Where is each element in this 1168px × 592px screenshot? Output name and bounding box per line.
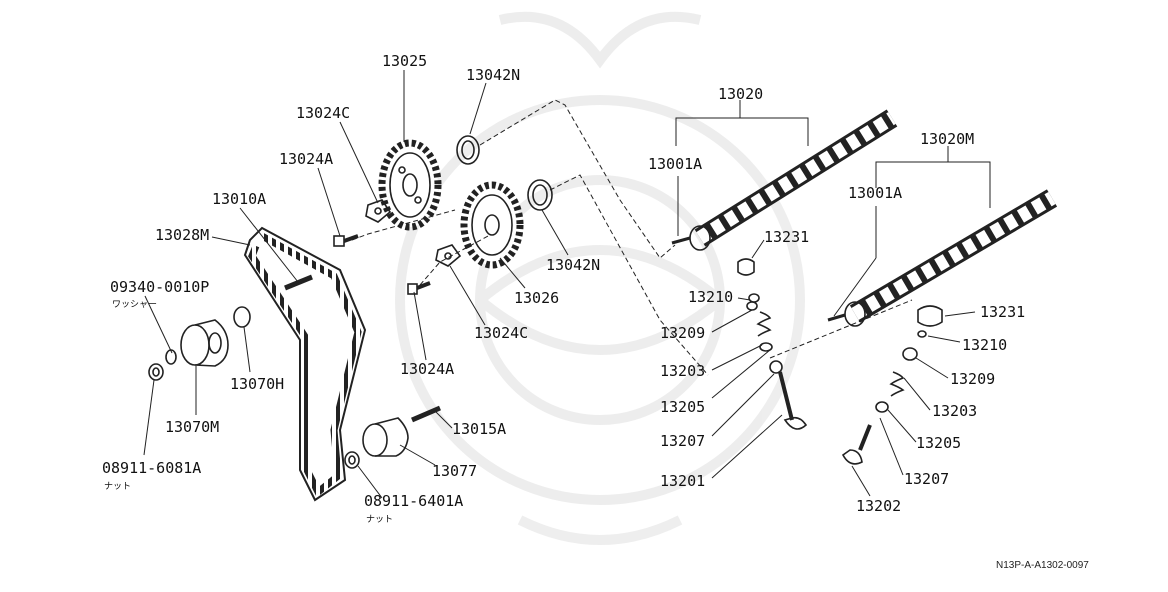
oil-seal-13042n-upper	[456, 135, 480, 165]
bolt-13015a	[411, 405, 441, 423]
label-13070h: 13070H	[230, 375, 284, 393]
bolt-13024a-upper	[333, 234, 359, 247]
sublabel-nut-2: ナット	[366, 514, 393, 525]
label-13202: 13202	[856, 497, 901, 515]
label-13207-left: 13207	[660, 432, 705, 450]
label-13024c-upper: 13024C	[296, 104, 350, 122]
sublabel-washer: ワッシャー	[112, 300, 157, 310]
label-13205-left: 13205	[660, 398, 705, 416]
reference-code: N13P-A-A1302-0097	[996, 560, 1089, 571]
label-13231-left: 13231	[764, 228, 809, 246]
label-13210-right: 13210	[962, 336, 1007, 354]
label-13203-left: 13203	[660, 362, 705, 380]
label-13042n-upper: 13042N	[466, 66, 520, 84]
label-13010a: 13010A	[212, 190, 266, 208]
label-13070m: 13070M	[165, 418, 219, 436]
label-13042n-lower: 13042N	[546, 256, 600, 274]
watermark-emblem	[395, 11, 805, 545]
sublabel-nut-1: ナット	[104, 481, 131, 492]
plate-13024c-lower	[435, 244, 462, 267]
label-09340-0010p: 09340-0010P	[110, 278, 209, 296]
label-13020: 13020	[718, 85, 763, 103]
washer-09340	[165, 349, 177, 365]
label-13024c-lower: 13024C	[474, 324, 528, 342]
label-13015a: 13015A	[452, 420, 506, 438]
label-13020m: 13020M	[920, 130, 974, 148]
label-13077: 13077	[432, 462, 477, 480]
plate-13024c-upper	[365, 199, 392, 223]
stud-13010a	[284, 274, 313, 291]
camshaft-13020	[671, 109, 898, 251]
label-08911-6081a: 08911-6081A	[102, 459, 201, 477]
leader-lines	[143, 70, 976, 499]
label-13025: 13025	[382, 52, 427, 70]
dashed-guides	[351, 99, 913, 376]
timing-belt	[243, 226, 367, 502]
idler-pulley-13077	[362, 417, 409, 457]
label-13209-right: 13209	[950, 370, 995, 388]
bolt-13024a-lower	[407, 281, 431, 295]
label-13024a-lower: 13024A	[400, 360, 454, 378]
label-13201: 13201	[660, 472, 705, 490]
label-13210-left: 13210	[688, 288, 733, 306]
label-08911-6401a: 08911-6401A	[364, 492, 463, 510]
label-13001a-lower: 13001A	[848, 184, 902, 202]
bracket-lines	[675, 100, 991, 208]
label-13026: 13026	[514, 289, 559, 307]
nut-08911-6401a	[344, 451, 360, 469]
tensioner-pulley-13070m	[180, 319, 229, 367]
label-13028m: 13028M	[155, 226, 209, 244]
cam-sprocket-13025	[378, 139, 442, 231]
camshaft-13020m	[827, 189, 1058, 327]
label-13205-right: 13205	[916, 434, 961, 452]
part-labels: 13025 13042N 13024C 13024A 13010A 13028M…	[102, 52, 1025, 525]
valve-train-right	[841, 305, 943, 465]
spring-13070h	[233, 306, 251, 328]
label-13209-left: 13209	[660, 324, 705, 342]
label-13207-right: 13207	[904, 470, 949, 488]
nut-08911-6081a	[148, 363, 164, 381]
label-13024a-upper: 13024A	[279, 150, 333, 168]
label-13203-right: 13203	[932, 402, 977, 420]
label-13001a-upper: 13001A	[648, 155, 702, 173]
label-13231-right: 13231	[980, 303, 1025, 321]
cam-sprocket-13026	[460, 181, 524, 269]
oil-seal-13042n-lower	[527, 179, 553, 211]
